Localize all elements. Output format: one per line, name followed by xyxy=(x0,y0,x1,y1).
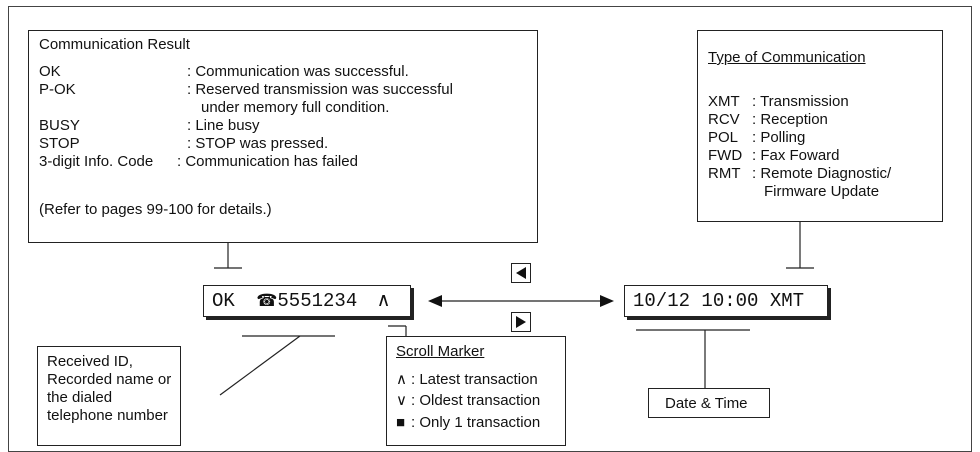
communication-result-title: Communication Result xyxy=(39,36,190,53)
scroll-arrow-right-head xyxy=(600,295,614,307)
communication-result-box: Communication Result OK : Communication … xyxy=(28,30,538,243)
right-arrow-button[interactable] xyxy=(511,312,531,332)
connector-lines xyxy=(214,222,814,396)
result-code: P-OK xyxy=(39,81,76,98)
type-desc: : Remote Diagnostic/ xyxy=(752,165,892,182)
type-desc: : Fax Foward xyxy=(752,147,840,164)
scroll-marker-box: Scroll Marker ∧ : Latest transaction ∨ :… xyxy=(386,336,566,446)
id-connector xyxy=(219,335,301,396)
marker-desc: : Only 1 transaction xyxy=(411,414,541,431)
type-code: XMT xyxy=(708,93,740,110)
display-number: 5551234 xyxy=(277,290,358,312)
latest-marker-icon: ∧ xyxy=(396,371,407,388)
scroll-arrow-left-head xyxy=(428,295,442,307)
result-code: 3-digit Info. Code xyxy=(39,153,154,170)
received-id-line: telephone number xyxy=(47,407,168,424)
result-desc: : Reserved transmission was successful xyxy=(187,81,453,98)
marker-desc: : Latest transaction xyxy=(411,371,538,388)
received-id-box: Received ID, Recorded name or the dialed… xyxy=(37,346,181,446)
display-date-time-type: 10/12 10:00 XMT xyxy=(633,290,805,312)
type-code: POL xyxy=(708,129,739,146)
scroll-marker-title: Scroll Marker xyxy=(396,343,485,360)
scroll-marker-up-icon: ∧ xyxy=(376,290,391,312)
received-id-line: Received ID, xyxy=(47,353,133,370)
left-arrow-button[interactable] xyxy=(511,263,531,283)
received-id-line: Recorded name or xyxy=(47,371,172,388)
communication-type-box: Type of Communication XMT : Transmission… xyxy=(697,30,943,222)
type-code: RMT xyxy=(708,165,741,182)
type-code: FWD xyxy=(708,147,743,164)
oldest-marker-icon: ∨ xyxy=(396,392,407,409)
date-time-box: Date & Time xyxy=(648,388,770,418)
type-desc: : Polling xyxy=(752,129,806,146)
result-desc: : Line busy xyxy=(187,117,260,134)
type-desc: Firmware Update xyxy=(764,183,880,200)
result-note: (Refer to pages 99-100 for details.) xyxy=(39,201,272,218)
result-desc: under memory full condition. xyxy=(201,99,390,116)
phone-icon: ☎ xyxy=(256,293,278,312)
result-code: BUSY xyxy=(39,117,80,134)
result-code: STOP xyxy=(39,135,80,152)
communication-type-title: Type of Communication xyxy=(708,49,866,66)
type-desc: : Transmission xyxy=(752,93,849,110)
display-status: OK xyxy=(212,290,235,312)
right-arrow-button-icon xyxy=(516,316,526,328)
result-code: OK xyxy=(39,63,61,80)
display-right: 10/12 10:00 XMT xyxy=(624,285,828,317)
left-arrow-button-icon xyxy=(516,267,526,279)
result-desc: : Communication has failed xyxy=(177,153,358,170)
received-id-line: the dialed xyxy=(47,389,113,406)
type-desc: : Reception xyxy=(752,111,828,128)
result-desc: : STOP was pressed. xyxy=(187,135,329,152)
display-left: OK ☎5551234 ∧ xyxy=(203,285,411,317)
result-desc: : Communication was successful. xyxy=(187,63,409,80)
marker-desc: : Oldest transaction xyxy=(411,392,541,409)
date-time-label: Date & Time xyxy=(665,395,748,412)
type-code: RCV xyxy=(708,111,740,128)
single-marker-icon: ■ xyxy=(396,414,406,431)
